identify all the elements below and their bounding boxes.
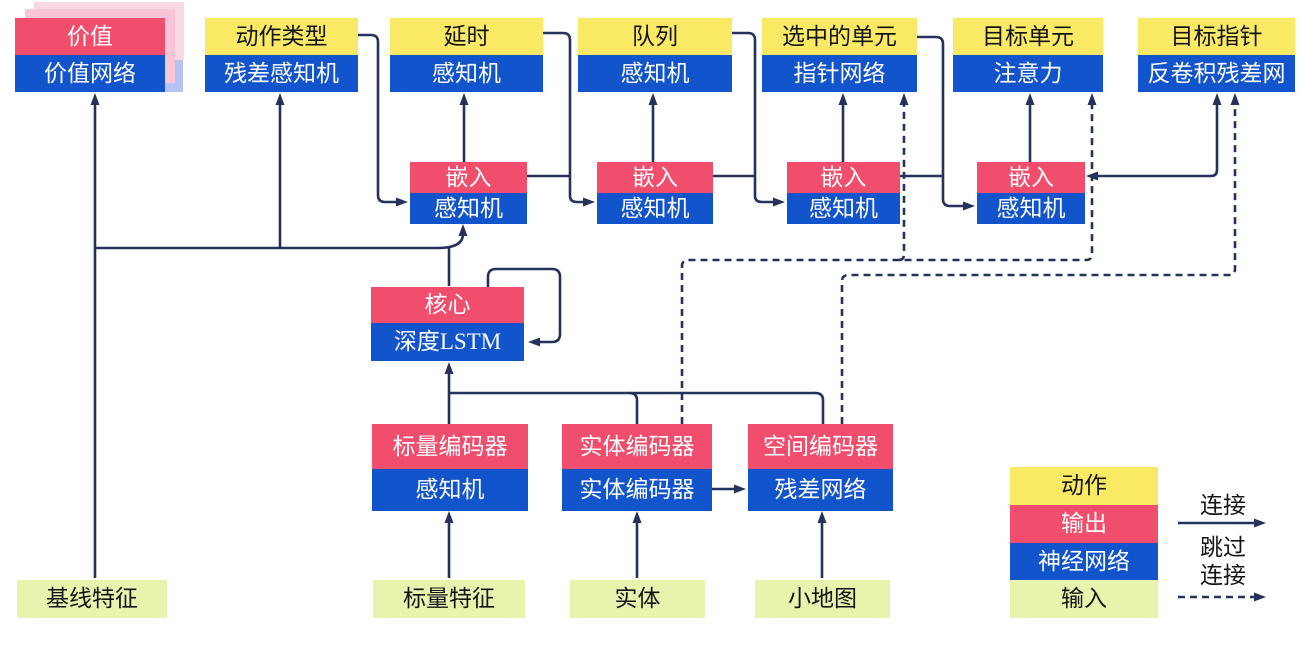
legend-network-swatch: 神经网络 xyxy=(1010,543,1158,580)
node-minimap: 小地图 xyxy=(755,580,890,618)
node-delay-body: 感知机 xyxy=(390,55,543,92)
node-target-pointer: 目标指针 反卷积残差网 xyxy=(1138,18,1295,92)
node-entities-label: 实体 xyxy=(570,580,705,618)
legend-solid-edge-label: 连接 xyxy=(1200,493,1246,518)
node-scalar-encoder-body: 感知机 xyxy=(372,469,528,511)
edge-entity-encoder-join xyxy=(628,391,639,424)
node-delay: 延时 感知机 xyxy=(390,18,543,92)
edge-selected-out xyxy=(917,35,945,170)
node-embed-2-body: 感知机 xyxy=(597,193,713,224)
edge-chain-to-embed4 xyxy=(941,170,975,211)
node-entity-encoder-body: 实体编码器 xyxy=(562,469,712,511)
node-embed-3-body: 感知机 xyxy=(787,193,900,224)
node-selected-units-header: 选中的单元 xyxy=(762,18,917,55)
node-embed-2: 嵌入 感知机 xyxy=(597,162,713,224)
node-embed-3: 嵌入 感知机 xyxy=(787,162,900,224)
node-value-body: 价值网络 xyxy=(15,55,165,92)
node-target-unit-header: 目标单元 xyxy=(953,18,1103,55)
node-value-header: 价值 xyxy=(15,18,165,55)
node-embed-3-header: 嵌入 xyxy=(787,162,900,193)
edge-queue-out xyxy=(732,31,757,170)
legend-dashed-edge-label-line2: 连接 xyxy=(1200,563,1246,588)
node-target-pointer-header: 目标指针 xyxy=(1138,18,1295,55)
node-value: 价值 价值网络 xyxy=(15,18,165,92)
node-selected-units: 选中的单元 指针网络 xyxy=(762,18,917,92)
edge-actiontype-to-embed1 xyxy=(358,33,408,207)
node-target-pointer-body: 反卷积残差网 xyxy=(1138,55,1295,92)
legend-action-swatch: 动作 xyxy=(1010,467,1158,505)
edge-skip-spatial-to-deconv xyxy=(840,93,1240,424)
edge-lstm-self-loop xyxy=(486,267,562,347)
node-embed-4: 嵌入 感知机 xyxy=(977,162,1085,224)
node-selected-units-body: 指针网络 xyxy=(762,55,917,92)
node-scalar-features: 标量特征 xyxy=(373,580,525,618)
node-spatial-encoder: 空间编码器 残差网络 xyxy=(748,424,893,511)
edge-bus-to-embed1 xyxy=(437,224,468,250)
edge-chain-to-embed2 xyxy=(568,170,595,207)
node-embed-1-header: 嵌入 xyxy=(410,162,527,193)
node-scalar-encoder: 标量编码器 感知机 xyxy=(372,424,528,511)
node-embed-4-header: 嵌入 xyxy=(977,162,1085,193)
legend-input-swatch: 输入 xyxy=(1010,580,1158,618)
node-spatial-encoder-body: 残差网络 xyxy=(748,469,893,511)
node-minimap-label: 小地图 xyxy=(755,580,890,618)
edge-spatial-encoder-join xyxy=(814,391,825,424)
node-core: 核心 深度LSTM xyxy=(371,287,524,361)
node-baseline-features: 基线特征 xyxy=(17,580,167,618)
node-embed-4-body: 感知机 xyxy=(977,193,1085,224)
node-core-body: 深度LSTM xyxy=(371,323,524,361)
node-delay-header: 延时 xyxy=(390,18,543,55)
node-spatial-encoder-header: 空间编码器 xyxy=(748,424,893,469)
node-target-unit-body: 注意力 xyxy=(953,55,1103,92)
edge-chain-to-embed3 xyxy=(753,170,785,207)
node-queue-body: 感知机 xyxy=(578,55,732,92)
node-target-unit: 目标单元 注意力 xyxy=(953,18,1103,92)
edge-embed4-to-deconv xyxy=(1097,93,1222,178)
node-entities: 实体 xyxy=(570,580,705,618)
node-action-type-body: 残差感知机 xyxy=(205,55,358,92)
node-entity-encoder-header: 实体编码器 xyxy=(562,424,712,469)
node-baseline-features-label: 基线特征 xyxy=(17,580,167,618)
node-action-type-header: 动作类型 xyxy=(205,18,358,55)
edge-skip-entity-to-pointer xyxy=(898,93,909,262)
legend-dashed-edge-label-line1: 跳过 xyxy=(1200,535,1246,560)
edge-delay-out xyxy=(543,31,572,170)
node-queue-header: 队列 xyxy=(578,18,732,55)
node-entity-encoder: 实体编码器 实体编码器 xyxy=(562,424,712,511)
node-queue: 队列 感知机 xyxy=(578,18,732,92)
node-core-header: 核心 xyxy=(371,287,524,323)
node-scalar-features-label: 标量特征 xyxy=(373,580,525,618)
node-embed-2-header: 嵌入 xyxy=(597,162,713,193)
node-embed-1-body: 感知机 xyxy=(410,193,527,224)
node-embed-1: 嵌入 感知机 xyxy=(410,162,527,224)
legend-output-swatch: 输出 xyxy=(1010,505,1158,543)
node-scalar-encoder-header: 标量编码器 xyxy=(372,424,528,469)
edge-skip-entity-to-attention xyxy=(680,93,1097,424)
legend-swatches: 动作 输出 神经网络 输入 xyxy=(1010,467,1158,618)
node-action-type: 动作类型 残差感知机 xyxy=(205,18,358,92)
